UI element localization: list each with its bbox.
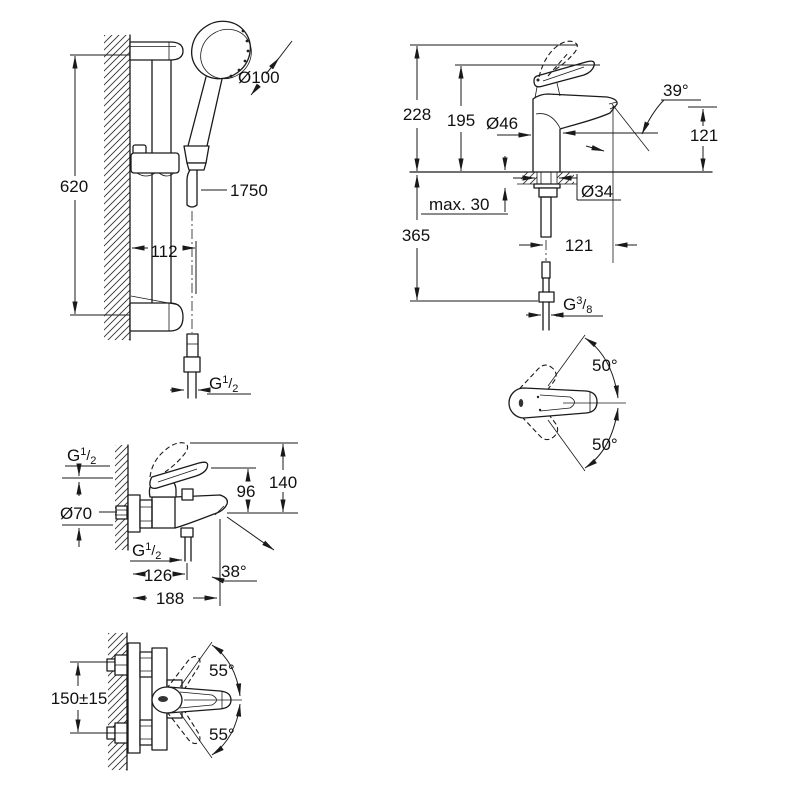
dim-deck-thickness: max. 30	[429, 195, 489, 214]
dim-swing-up: 55°	[209, 661, 235, 680]
supply-hose-nut	[538, 291, 555, 303]
dim-overall-reach: 188	[156, 589, 184, 608]
basin-mixer-view: 228 195 Ø46 39° 121 max. 30	[402, 40, 718, 331]
dim-spout-angle: 38°	[221, 562, 247, 581]
basin-mixer-shank	[533, 172, 561, 331]
dim-pipe-centers: 150±15	[51, 689, 108, 708]
lever-raised-phantom	[538, 40, 578, 78]
handle-knurl	[183, 145, 210, 164]
shower-mixer-view: 55° 55° 150±15	[51, 632, 242, 771]
dim-spout-height: 121	[690, 126, 718, 145]
dim-handle-rise: 96	[237, 482, 256, 501]
mounting-plate	[127, 642, 141, 754]
dim-supply-height: 365	[402, 226, 430, 245]
shower-hose	[186, 169, 198, 208]
dim-swivel-up: 50°	[592, 356, 618, 375]
wall-nipple	[115, 505, 128, 520]
dim-swing-down: 55°	[209, 725, 235, 744]
dim-height-spout: 195	[447, 111, 475, 130]
shower-holder	[130, 152, 180, 174]
wall-hatch	[104, 35, 130, 340]
dim-head-diameter: Ø100	[238, 68, 280, 87]
dims-bath-mixer: G1/2 Ø70 96 140 G1/2 126	[60, 442, 298, 608]
basin-mixer-body	[532, 40, 618, 173]
hand-shower	[183, 20, 252, 171]
flow-arrow	[585, 145, 605, 152]
wall-hatch	[115, 445, 128, 550]
hose-fitting	[186, 333, 199, 358]
dim-overall-height: 228	[403, 105, 431, 124]
dim-hose-thread: G1/2	[209, 374, 238, 395]
dim-escutcheon-diameter: Ø70	[60, 504, 92, 523]
dim-spout-angle: 39°	[663, 81, 689, 100]
dim-supply-thread: G3/8	[563, 295, 592, 316]
rail-bottom-bracket	[129, 302, 184, 332]
dim-hole-diameter: Ø34	[581, 182, 613, 201]
escutcheon	[127, 494, 141, 533]
hose-nut	[183, 356, 201, 373]
lever-raised-phantom	[149, 442, 189, 478]
dim-spout-reach: 121	[565, 236, 593, 255]
dim-rail-offset: 112	[150, 242, 177, 261]
dim-wall-thread: G1/2	[67, 446, 96, 467]
union-nut-bottom	[139, 719, 153, 746]
rail-top-bracket	[129, 41, 184, 61]
handle-phantom-down	[515, 394, 559, 441]
dim-outlet-thread: G1/2	[132, 541, 161, 562]
dim-hose-length: 1750	[230, 181, 268, 200]
handle-swivel-view: 50° 50°	[508, 334, 626, 472]
union-nut-top	[139, 651, 153, 678]
dim-outlet-reach: 126	[144, 566, 172, 585]
dims-shower-rail: 620 112 Ø100 1750 G1/2	[60, 40, 293, 395]
bath-mixer-view: G1/2 Ø70 96 140 G1/2 126	[60, 442, 298, 608]
shower-head	[191, 20, 251, 80]
union-nut	[139, 499, 153, 529]
shower-outlet	[180, 527, 194, 538]
spray-nozzles	[229, 29, 250, 78]
handle-phantom-up	[513, 364, 557, 411]
dim-overall-height: 140	[269, 473, 297, 492]
dim-rail-height: 620	[60, 177, 88, 196]
dims-shower-mixer: 150±15	[51, 661, 115, 734]
dim-swivel-down: 50°	[592, 435, 618, 454]
shower-rail-set-view: 620 112 Ø100 1750 G1/2	[60, 20, 293, 399]
dims-basin-mixer: 228 195 Ø46 39° 121 max. 30	[402, 44, 718, 318]
bath-mixer-body	[148, 442, 228, 562]
diverter-knob	[181, 488, 194, 501]
dim-body-diameter: Ø46	[486, 114, 518, 133]
wall-hatch	[108, 633, 127, 770]
